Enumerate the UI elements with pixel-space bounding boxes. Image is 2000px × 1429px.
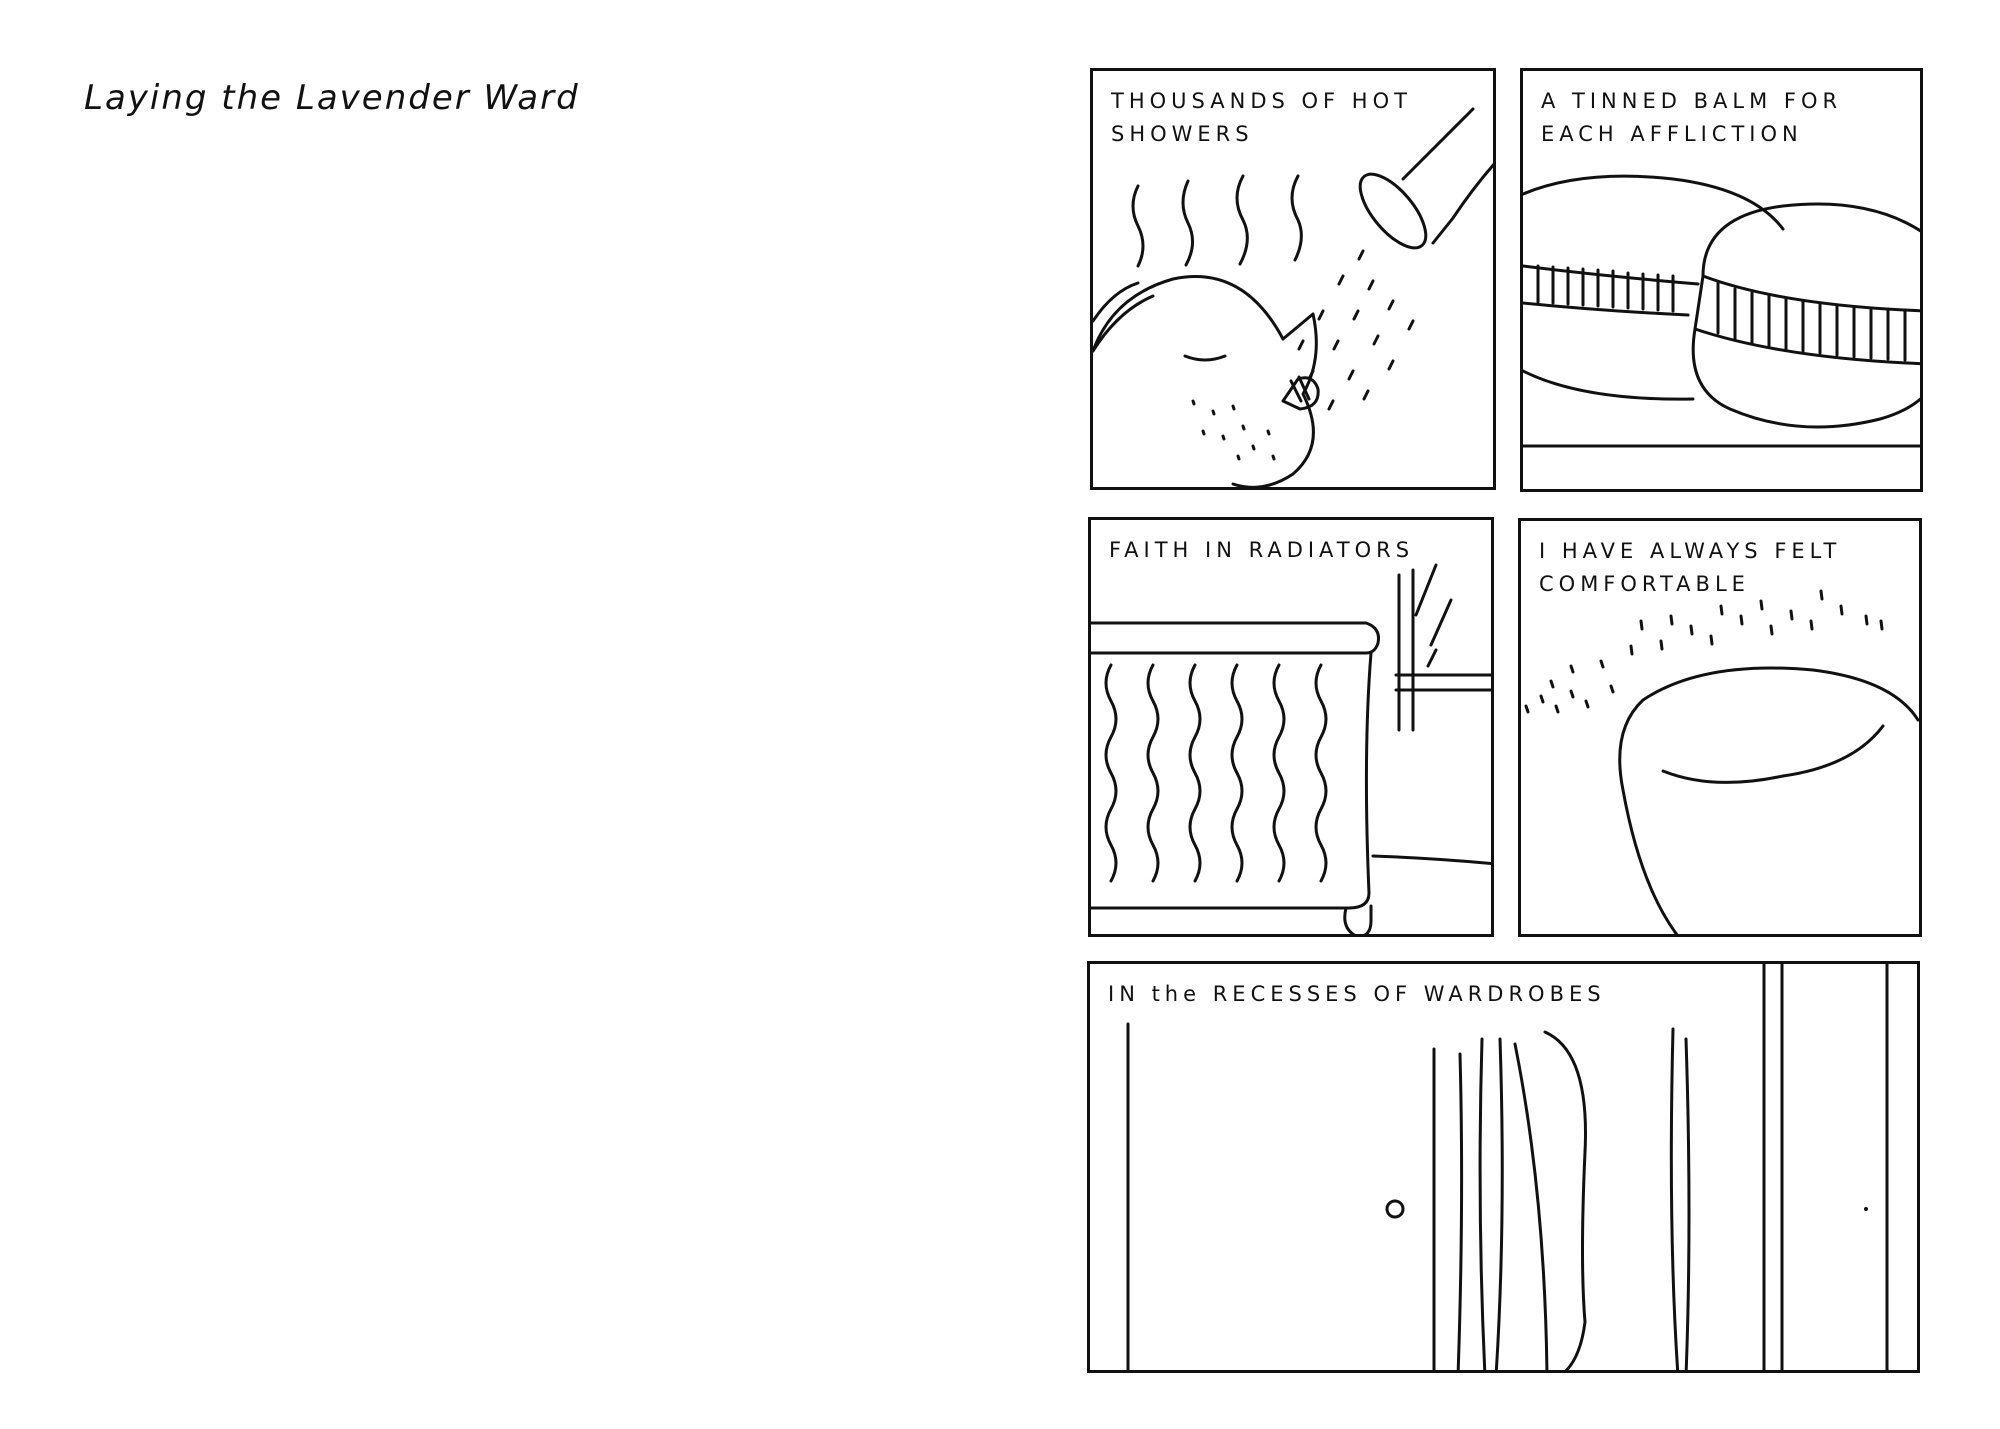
page-title: Laying the Lavender Ward bbox=[84, 78, 580, 118]
radiator-illustration bbox=[1091, 563, 1491, 934]
panel-caption: A TINNED BALM FOR EACH AFFLICTION bbox=[1541, 89, 1843, 146]
comic-panel-balm: A TINNED BALM FOR EACH AFFLICTION bbox=[1520, 68, 1923, 492]
shower-illustration bbox=[1093, 107, 1493, 487]
comic-panel-radiator: FAITH IN RADIATORS bbox=[1088, 517, 1494, 937]
comic-panel-comfortable: I HAVE ALWAYS FELT COMFORTABLE bbox=[1518, 518, 1922, 937]
wardrobe-illustration bbox=[1126, 964, 1889, 1370]
comic-panel-shower: THOUSANDS OF HOT SHOWERS bbox=[1090, 68, 1496, 490]
cushion-illustration bbox=[1524, 589, 1919, 934]
comic-panel-wardrobe: IN the RECESSES OF WARDROBES bbox=[1087, 961, 1920, 1373]
panel-caption: I HAVE ALWAYS FELT COMFORTABLE bbox=[1539, 539, 1842, 596]
panel-caption: FAITH IN RADIATORS bbox=[1109, 538, 1415, 562]
balm-tins-illustration bbox=[1523, 174, 1920, 448]
panel-caption: IN the RECESSES OF WARDROBES bbox=[1108, 982, 1606, 1006]
panel-caption: THOUSANDS OF HOT SHOWERS bbox=[1111, 89, 1412, 146]
